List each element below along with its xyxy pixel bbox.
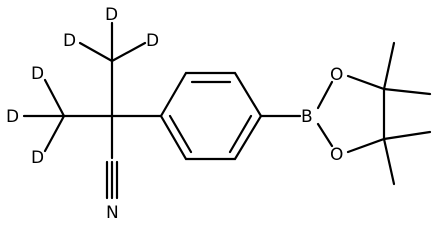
oxygen-label: O	[330, 65, 343, 85]
deuterium-label: D	[146, 31, 159, 51]
deuterium-label: D	[6, 107, 19, 127]
oxygen-label: O	[330, 145, 343, 165]
bond-o-top-c	[346, 74, 386, 91]
ring-double-2	[228, 114, 253, 154]
nitrogen-label: N	[106, 203, 119, 223]
benzene-ring	[159, 71, 263, 161]
bond-cd3-top-d-right	[110, 41, 147, 63]
bond-cd3-left-d-top	[43, 78, 66, 118]
molecule-drawing: D D D D D D N B O O	[6, 5, 432, 223]
deuterium-label: D	[63, 31, 76, 51]
bond-b-o-top	[316, 80, 334, 110]
structure-canvas: D D D D D D N B O O	[6, 5, 432, 223]
bonds	[22, 21, 432, 200]
methyl-bottom-right	[382, 130, 432, 141]
deuterium-label: D	[105, 5, 118, 25]
bond-b-o-bottom	[316, 122, 334, 148]
deuterium-label: D	[31, 64, 44, 84]
atom-labels: D D D D D D N B O O	[6, 5, 343, 223]
deuterium-label: D	[31, 148, 44, 168]
methyl-bottom-down	[382, 137, 396, 186]
bond-cd3-top-d-left	[78, 41, 114, 63]
bond-o-bottom-c	[346, 137, 386, 154]
methyl-top-up	[382, 41, 396, 91]
ring-double-3	[168, 114, 193, 154]
boron-label: B	[301, 107, 313, 127]
methyl-top-right	[382, 87, 432, 96]
bond-cd3-left-d-bottom	[43, 114, 66, 153]
